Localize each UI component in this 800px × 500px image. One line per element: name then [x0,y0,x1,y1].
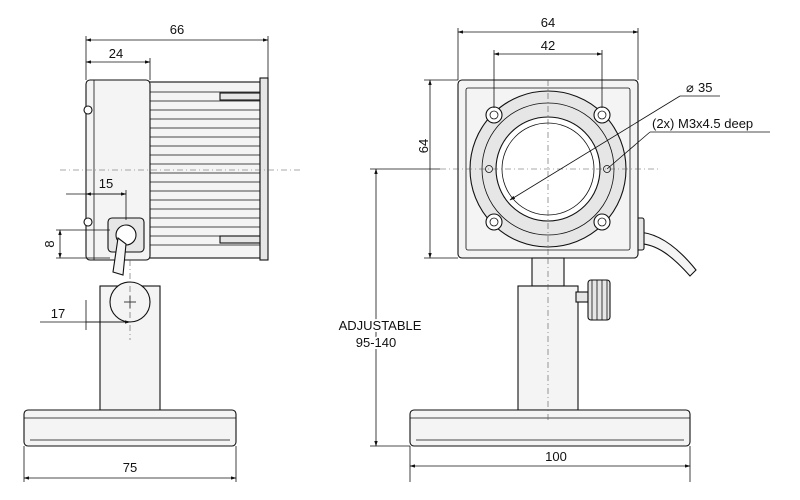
dim-post-offset: 17 [51,306,65,321]
screw-top-right [593,106,611,124]
screw-bottom-right [593,213,611,231]
dim-base-width: 100 [545,449,567,464]
adjustable-label-line1: ADJUSTABLE [339,318,422,333]
screw-top-left [485,106,503,124]
adjustable-label-line2: 95-140 [356,335,396,350]
dim-body-depth: 24 [109,46,123,61]
screw-bottom-left [485,213,503,231]
front-view: 64 42 64 ⌀ 35 (2x) M3x4.5 deep ADJUSTABL… [337,15,770,482]
cable-gland [107,217,145,276]
cable [635,231,697,277]
dim-total-depth: 66 [170,22,184,37]
rear-plate [259,77,269,261]
dim-cable-offset: 15 [99,176,113,191]
front-base [409,409,691,447]
dim-base-depth: 75 [123,460,137,475]
dim-housing-width: 64 [541,15,555,30]
dim-aperture: 35 [698,80,712,95]
dim-aperture-symbol: ⌀ [686,80,694,95]
dim-housing-height: 64 [416,139,431,153]
side-base [23,409,237,447]
dim-hole-spacing: 42 [541,38,555,53]
side-view: 66 24 15 8 17 75 [23,22,300,482]
hole-note: (2x) M3x4.5 deep [652,116,753,131]
dim-cable-height: 8 [42,240,57,247]
thumb-screw [587,279,611,321]
